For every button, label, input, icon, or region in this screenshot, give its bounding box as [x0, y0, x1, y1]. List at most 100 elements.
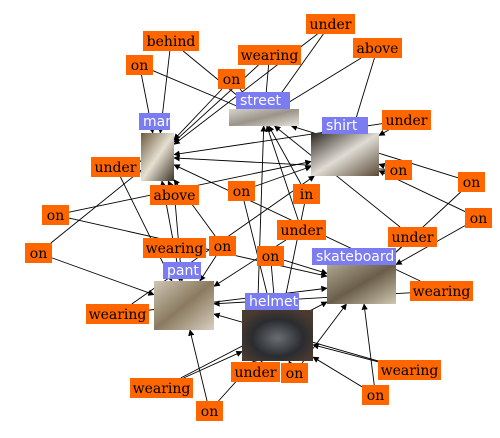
- object-label: street: [240, 93, 281, 109]
- relation-box: [238, 45, 301, 65]
- edge-arrow: [188, 329, 208, 402]
- relation-box: [293, 184, 320, 204]
- relation-box: [277, 220, 326, 240]
- relation-box: [410, 281, 473, 301]
- relation-box: [458, 172, 485, 192]
- object-label: pant: [167, 263, 199, 279]
- relation-label: on: [470, 211, 487, 227]
- relation-label: on: [233, 184, 250, 200]
- black-helmet-thumbnail: [242, 310, 313, 361]
- relation-label: on: [131, 58, 148, 74]
- relation-label: on: [223, 72, 240, 88]
- relation-node-on: on: [458, 172, 485, 192]
- relation-box: [388, 227, 437, 247]
- relation-box: [25, 243, 52, 263]
- object-node-shirt: shirt: [311, 117, 379, 176]
- relation-label: in: [300, 187, 314, 203]
- edge-arrow: [268, 125, 302, 185]
- relation-label: under: [392, 230, 434, 246]
- relation-box: [465, 208, 492, 228]
- edge-arrow: [152, 70, 245, 110]
- relation-label: on: [367, 388, 384, 404]
- relation-node-wearing: wearing: [130, 378, 193, 398]
- relation-box: [143, 238, 206, 258]
- relation-label: under: [235, 365, 277, 381]
- object-node-skateboard: skateboard: [312, 248, 396, 304]
- edge-arrow: [277, 57, 362, 110]
- relation-box: [143, 31, 199, 51]
- relation-label: wearing: [413, 284, 471, 300]
- edge-arrow: [256, 360, 263, 368]
- relation-label: on: [286, 366, 303, 382]
- edge-layer: [50, 33, 466, 402]
- relation-label: on: [201, 404, 218, 420]
- object-node-man: man: [139, 113, 174, 181]
- object-label-box: [163, 262, 201, 279]
- object-label-box: [236, 92, 290, 109]
- relation-node-under: under: [388, 227, 437, 247]
- edge-arrow: [183, 351, 243, 379]
- edge-arrow: [50, 169, 142, 244]
- object-label: helmet: [249, 294, 299, 310]
- relation-box: [126, 55, 153, 75]
- relation-node-wearing: wearing: [238, 45, 301, 65]
- object-label-box: [245, 293, 299, 310]
- edge-arrow: [378, 162, 386, 169]
- relation-label: on: [47, 208, 64, 224]
- relation-box: [228, 181, 255, 201]
- relation-node-wearing: wearing: [86, 304, 149, 324]
- relation-box: [281, 363, 308, 383]
- relation-box: [42, 205, 69, 225]
- relation-box: [382, 110, 431, 130]
- relation-box: [353, 38, 402, 58]
- edge-arrow: [167, 180, 174, 188]
- edge-arrow: [312, 356, 363, 388]
- relation-label: under: [281, 223, 323, 239]
- relation-node-wearing: wearing: [143, 238, 206, 258]
- relation-label: on: [390, 163, 407, 179]
- relation-label: wearing: [133, 381, 191, 397]
- pant-legs-thumbnail: [154, 281, 214, 330]
- relation-node-under: under: [91, 157, 140, 177]
- edge-arrow: [51, 257, 155, 296]
- street-thumbnail: [229, 109, 299, 126]
- relation-label: under: [95, 160, 137, 176]
- relation-box: [150, 185, 199, 205]
- edge-arrow: [254, 165, 312, 187]
- relation-node-wearing: wearing: [378, 360, 441, 380]
- edge-arrow: [288, 360, 295, 368]
- relation-node-on: on: [362, 385, 389, 405]
- relation-node-on: on: [228, 181, 255, 201]
- relation-label: under: [386, 113, 428, 129]
- relation-node-behind: behind: [143, 31, 199, 51]
- relation-node-on: on: [42, 205, 69, 225]
- relation-label: above: [154, 188, 196, 204]
- relation-box: [86, 304, 149, 324]
- relation-label: behind: [147, 34, 196, 50]
- relation-box: [91, 157, 140, 177]
- relation-box: [231, 362, 280, 382]
- edge-arrow: [265, 125, 299, 221]
- relation-node-on: on: [126, 55, 153, 75]
- relation-label: above: [357, 41, 399, 57]
- edge-arrow: [173, 88, 223, 141]
- edge-arrow: [199, 255, 217, 282]
- edge-arrow: [283, 259, 328, 275]
- object-node-helmet: helmet: [242, 293, 313, 361]
- relation-box: [130, 378, 193, 398]
- relation-node-on: on: [218, 69, 245, 89]
- edge-arrow: [274, 125, 401, 228]
- relation-node-on: on: [281, 363, 308, 383]
- object-node-pant: pant: [154, 262, 214, 330]
- relation-node-under: under: [277, 220, 326, 240]
- relation-box: [209, 236, 236, 256]
- skater-shirt-thumbnail: [311, 133, 379, 176]
- relation-node-on: on: [385, 160, 412, 180]
- relation-label: on: [30, 246, 47, 262]
- relation-box: [306, 14, 355, 34]
- object-layer: street man shirt pant skateboard helmet: [139, 92, 396, 361]
- edge-arrow: [361, 303, 375, 386]
- relation-node-above: above: [150, 185, 199, 205]
